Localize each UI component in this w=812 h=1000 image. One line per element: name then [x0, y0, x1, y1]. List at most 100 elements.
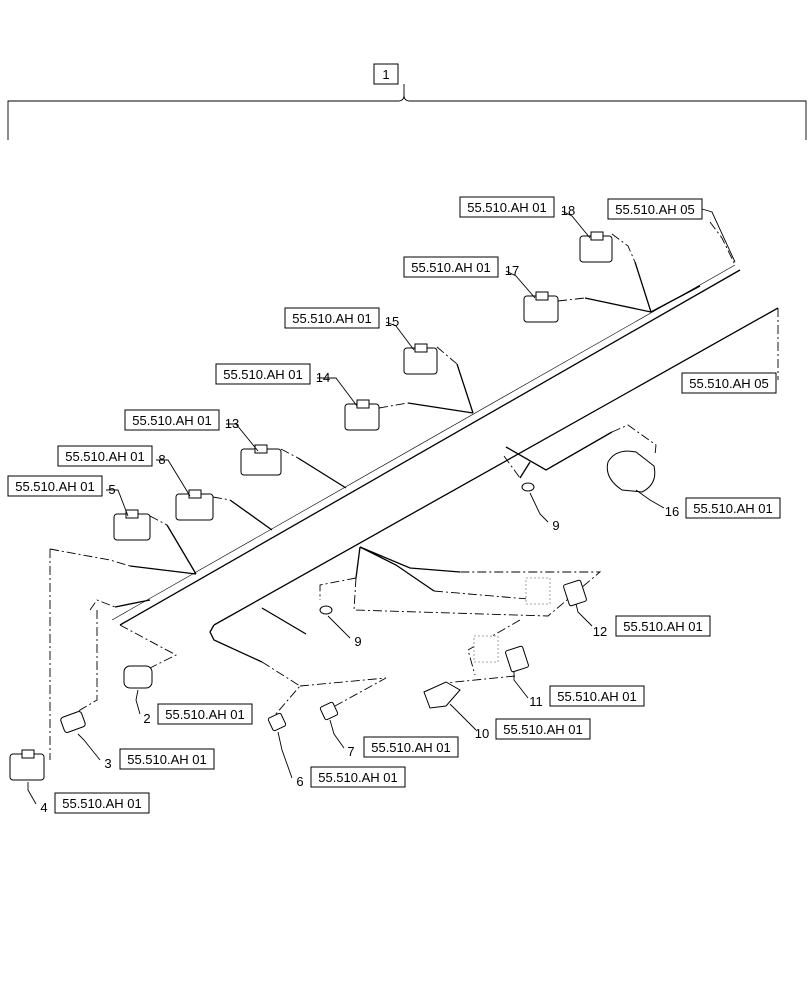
- connector-10[interactable]: [423, 681, 461, 709]
- reference-code: 55.510.AH 01: [467, 200, 547, 215]
- item-number: 2: [143, 711, 150, 726]
- callout-leader-line: [135, 689, 141, 715]
- callout-leader-line: [77, 733, 101, 761]
- callout-leader-line: [449, 703, 477, 731]
- reference-box: [549, 685, 645, 707]
- reference-box: [124, 409, 220, 431]
- reference-code: 55.510.AH 05: [615, 202, 695, 217]
- callout-c4[interactable]: 55.510.AH 01 4: [27, 782, 150, 815]
- item-number: 5: [108, 482, 115, 497]
- reference-code: 55.510.AH 01: [15, 479, 95, 494]
- item-number: 13: [225, 416, 239, 431]
- reference-code: 55.510.AH 01: [223, 367, 303, 382]
- callout-c14[interactable]: 55.510.AH 01 14: [215, 363, 358, 407]
- connector-6[interactable]: [267, 712, 287, 732]
- callout-c05a[interactable]: 55.510.AH 05: [607, 198, 736, 263]
- reference-box: [459, 196, 555, 218]
- reference-box: [403, 256, 499, 278]
- assembly-bracket: [7, 84, 807, 140]
- callout-c10[interactable]: 55.510.AH 01 10: [449, 703, 591, 741]
- clip-9b[interactable]: [319, 605, 333, 615]
- connector-16[interactable]: [606, 450, 656, 493]
- reference-code: 55.510.AH 01: [371, 740, 451, 755]
- reference-code: 55.510.AH 01: [318, 770, 398, 785]
- callout-c18[interactable]: 55.510.AH 01 18: [459, 196, 591, 239]
- item-number: 12: [593, 624, 607, 639]
- reference-box: [310, 766, 406, 788]
- connector-13[interactable]: [240, 444, 282, 476]
- reference-code: 55.510.AH 01: [503, 722, 583, 737]
- connector-12[interactable]: [525, 577, 587, 607]
- callout-leader-line: [27, 782, 37, 805]
- connector-5[interactable]: [113, 509, 151, 541]
- item-1-number: 1: [382, 67, 389, 82]
- reference-code: 55.510.AH 01: [132, 413, 212, 428]
- item-number: 18: [561, 203, 575, 218]
- callout-leader-line: [106, 489, 129, 517]
- connector-8[interactable]: [175, 489, 214, 521]
- reference-box: [495, 718, 591, 740]
- connector-18[interactable]: [579, 231, 613, 263]
- callout-c6[interactable]: 55.510.AH 01 6: [277, 731, 406, 789]
- connector-17[interactable]: [523, 291, 559, 323]
- connector-14[interactable]: [344, 399, 380, 431]
- reference-box: [615, 615, 711, 637]
- reference-box: [57, 445, 153, 467]
- connector-leads: [49, 221, 779, 760]
- reference-box: [157, 703, 253, 725]
- callout-leader-line: [635, 489, 665, 509]
- reference-code: 55.510.AH 01: [693, 501, 773, 516]
- item-number: 10: [475, 726, 489, 741]
- connector-2[interactable]: [123, 665, 153, 689]
- callout-leader-line: [277, 731, 293, 779]
- item-number: 8: [158, 452, 165, 467]
- callout-c13[interactable]: 55.510.AH 01 13: [124, 409, 259, 452]
- connector-11[interactable]: [473, 635, 529, 673]
- callout-leader-line: [226, 423, 259, 452]
- main-trunk: [111, 264, 779, 663]
- reference-code: 55.510.AH 05: [689, 376, 769, 391]
- item-number: 11: [529, 694, 543, 709]
- connector-4[interactable]: [9, 749, 45, 781]
- callout-leader-line: [329, 719, 345, 749]
- callout-leader-line: [701, 208, 736, 263]
- callout-leader-line: [156, 459, 191, 497]
- callout-c2[interactable]: 55.510.AH 01 2: [135, 689, 253, 726]
- callout-leader-line: [327, 615, 351, 639]
- clip-9a[interactable]: [521, 482, 535, 492]
- connector-7[interactable]: [319, 701, 339, 721]
- reference-code: 55.510.AH 01: [165, 707, 245, 722]
- connectors: [9, 231, 656, 781]
- reference-box: [363, 736, 459, 758]
- item-number: 7: [347, 744, 354, 759]
- callout-c5[interactable]: 55.510.AH 01 5: [7, 475, 129, 517]
- callout-leader-line: [513, 672, 529, 699]
- reference-box: [607, 198, 703, 220]
- item-number: 6: [296, 774, 303, 789]
- reference-code: 55.510.AH 01: [623, 619, 703, 634]
- item-1-callout[interactable]: 1: [373, 63, 399, 85]
- item-number: 3: [104, 756, 111, 771]
- item-number: 9: [552, 518, 559, 533]
- reference-code: 55.510.AH 01: [62, 796, 142, 811]
- item-number: 4: [40, 800, 47, 815]
- callout-leader-line: [505, 270, 536, 299]
- callout-c7[interactable]: 55.510.AH 01 7: [329, 719, 459, 759]
- connector-3[interactable]: [60, 711, 86, 734]
- reference-code: 55.510.AH 01: [127, 752, 207, 767]
- callout-c9b[interactable]: 9: [327, 615, 362, 649]
- item-number: 9: [354, 634, 361, 649]
- item-number: 17: [505, 263, 519, 278]
- connector-15[interactable]: [403, 343, 438, 375]
- callout-c05b[interactable]: 55.510.AH 05: [681, 372, 778, 394]
- callout-c12[interactable]: 55.510.AH 01 12: [575, 603, 711, 639]
- item-number: 14: [316, 370, 330, 385]
- callout-c3[interactable]: 55.510.AH 01 3: [77, 733, 215, 771]
- callout-c9a[interactable]: 9: [529, 492, 560, 533]
